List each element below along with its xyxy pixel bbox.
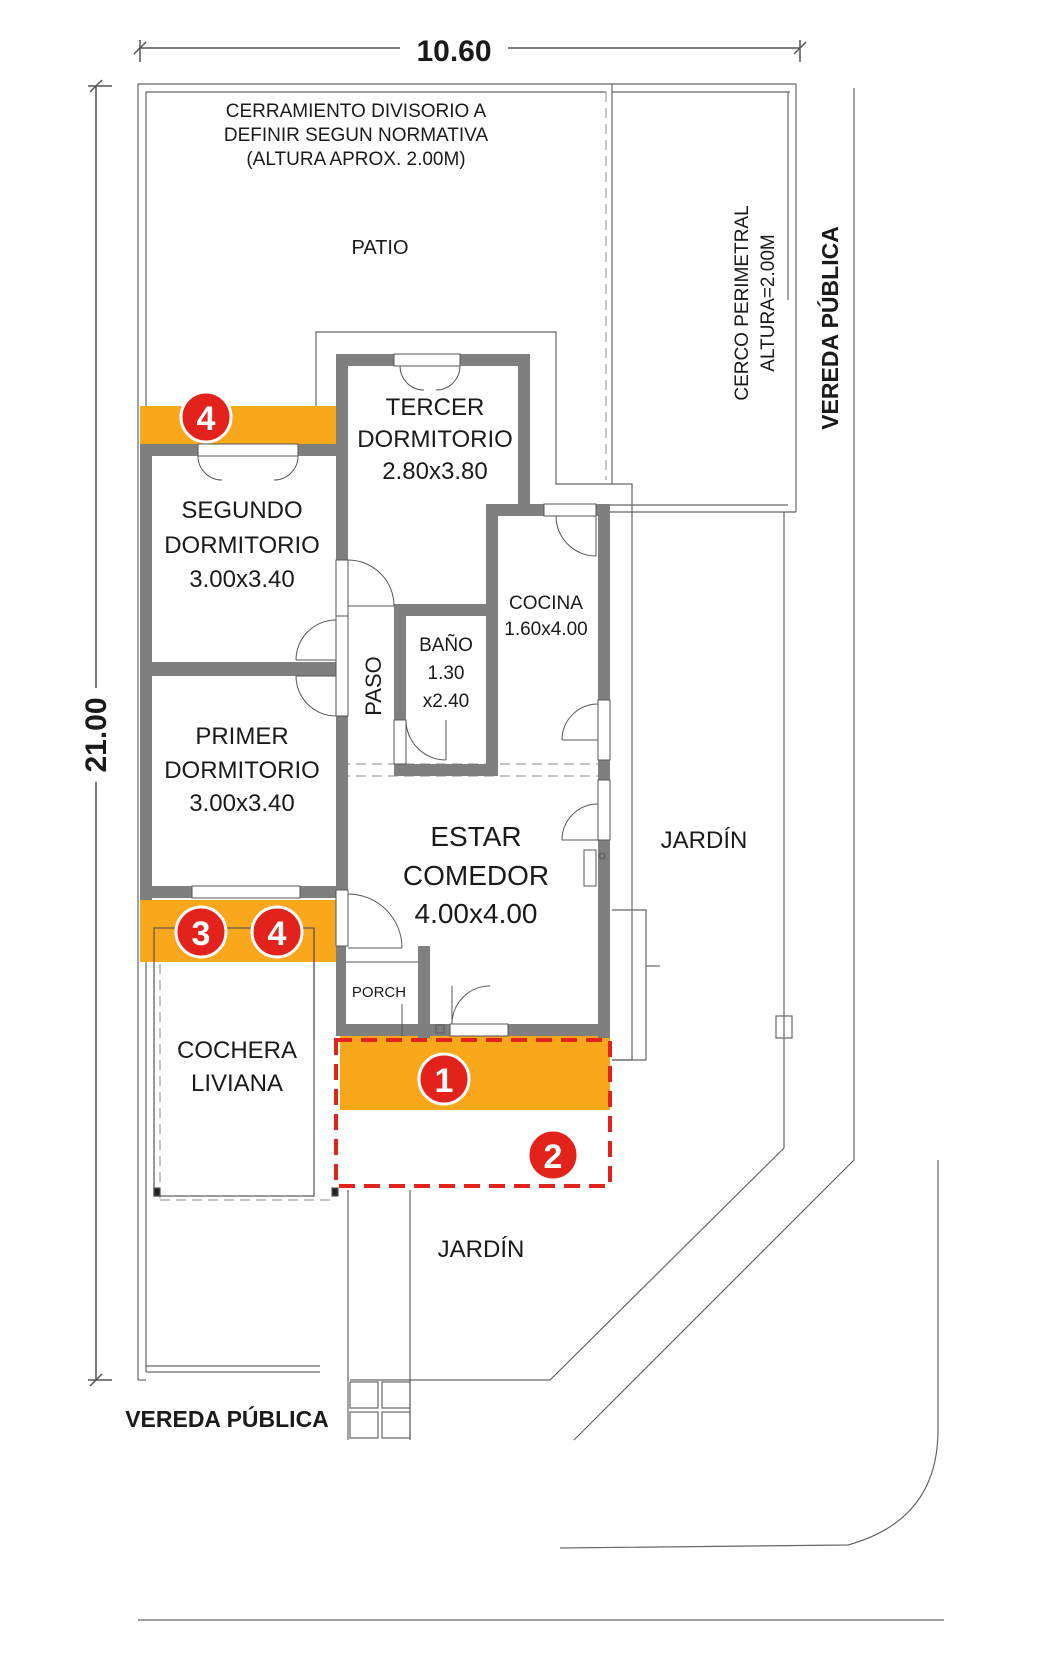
badge-2-label: 2: [544, 1138, 563, 1176]
note-cerco: CERCO PERIMETRAL ALTURA=2.00M: [732, 205, 779, 400]
badge-3-label: 3: [192, 915, 211, 953]
room-cochera: COCHERA LIVIANA: [177, 1037, 297, 1097]
room-cochera-name1: COCHERA: [177, 1037, 297, 1064]
room-estar-comedor: ESTAR COMEDOR 4.00x4.00: [403, 821, 549, 929]
room-bano-size1: 1.30: [428, 663, 465, 684]
width-dimension: 10.60: [416, 35, 491, 68]
room-bano-name: BAÑO: [419, 634, 473, 656]
porch-extension-outline: [334, 1038, 612, 1188]
walkway: [347, 1190, 411, 1440]
room-jardin-bottom: JARDÍN: [438, 1236, 525, 1263]
room-cocina-name: COCINA: [509, 593, 583, 614]
openings: [191, 353, 611, 1037]
room-primer-size: 3.00x3.40: [189, 790, 294, 817]
room-bano-size2: x2.40: [423, 691, 469, 712]
badge-1-label: 1: [435, 1062, 454, 1100]
room-tercer-size: 2.80x3.80: [382, 458, 487, 485]
cochera-outline: [153, 927, 339, 1197]
room-cocina: COCINA 1.60x4.00: [504, 593, 587, 640]
room-estar-name2: COMEDOR: [403, 860, 549, 891]
note-cerco-line2: ALTURA=2.00M: [758, 234, 779, 371]
room-tercer-name1: TERCER: [386, 394, 485, 421]
room-tercer-name2: DORMITORIO: [357, 426, 513, 453]
room-primer-dormitorio: PRIMER DORMITORIO 3.00x3.40: [164, 723, 320, 817]
door-swings: [197, 365, 606, 1036]
highlight-areas: [140, 406, 610, 1110]
badge-4-bottom-label: 4: [268, 915, 287, 953]
room-porch: PORCH: [352, 984, 406, 1001]
lot-lines: [137, 83, 944, 1621]
note-cerramiento-line3: (ALTURA APROX. 2.00M): [246, 149, 465, 170]
badge-1: 1: [417, 1052, 471, 1106]
room-segundo-size: 3.00x3.40: [189, 566, 294, 593]
room-primer-name2: DORMITORIO: [164, 757, 320, 784]
room-bano: BAÑO 1.30 x2.40: [419, 634, 473, 712]
note-cerramiento: CERRAMIENTO DIVISORIO A DEFINIR SEGUN NO…: [224, 101, 489, 170]
room-estar-size: 4.00x4.00: [415, 898, 538, 929]
room-segundo-name1: SEGUNDO: [181, 497, 302, 524]
badge-3: 3: [174, 905, 228, 959]
room-segundo-name2: DORMITORIO: [164, 532, 320, 559]
room-cocina-size: 1.60x4.00: [504, 619, 587, 640]
street-bottom: VEREDA PÚBLICA: [125, 1405, 329, 1432]
room-cochera-name2: LIVIANA: [191, 1070, 283, 1097]
note-cerco-line1: CERCO PERIMETRAL: [732, 205, 753, 400]
badge-4-top-label: 4: [197, 400, 216, 438]
room-segundo-dormitorio: SEGUNDO DORMITORIO 3.00x3.40: [164, 497, 320, 593]
room-primer-name1: PRIMER: [195, 723, 288, 750]
badge-4-top: 4: [179, 390, 233, 444]
note-cerramiento-line1: CERRAMIENTO DIVISORIO A: [226, 101, 487, 122]
street-right: VEREDA PÚBLICA: [816, 226, 843, 430]
badge-4-bottom: 4: [250, 905, 304, 959]
height-dimension: 21.00: [80, 697, 113, 772]
badge-2: 2: [526, 1128, 580, 1182]
room-paso: PASO: [361, 656, 386, 716]
room-tercer-dormitorio: TERCER DORMITORIO 2.80x3.80: [357, 394, 513, 485]
room-patio: PATIO: [351, 237, 408, 259]
room-jardin-right: JARDÍN: [661, 827, 748, 854]
room-estar-name1: ESTAR: [430, 821, 521, 852]
note-cerramiento-line2: DEFINIR SEGUN NORMATIVA: [224, 125, 489, 146]
